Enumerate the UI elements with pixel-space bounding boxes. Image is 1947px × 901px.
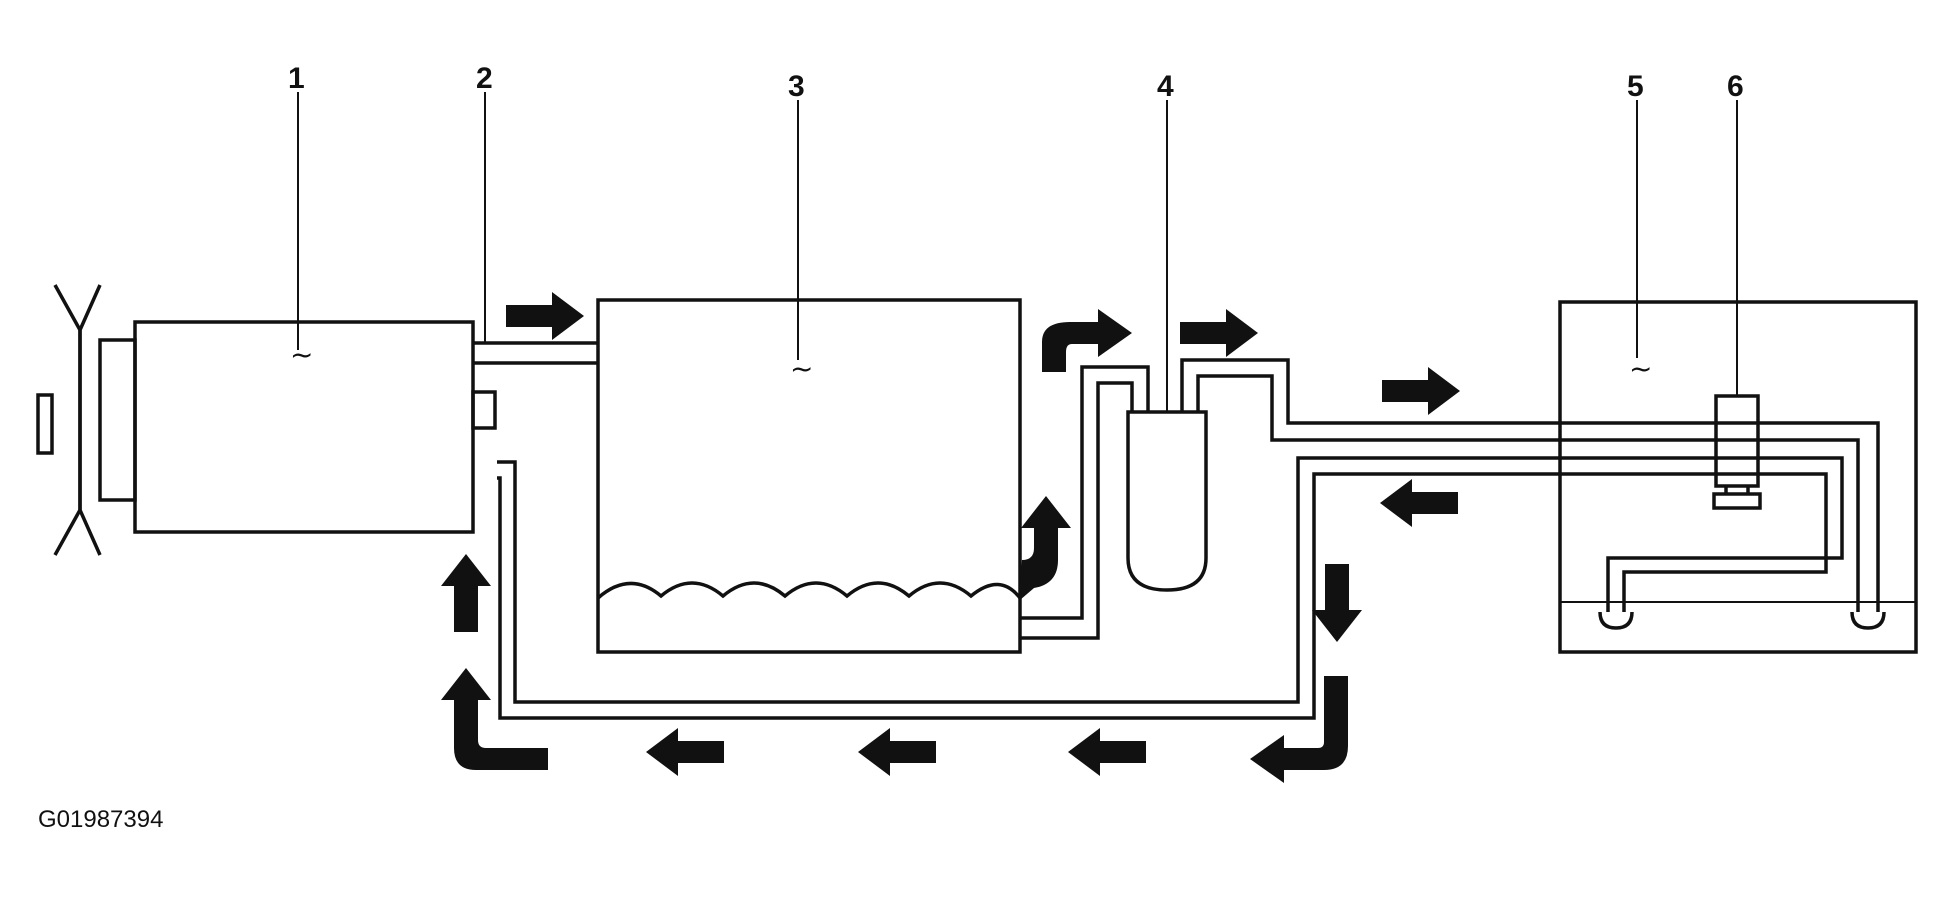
flow-arrows [441,292,1460,783]
flow-arrow-curved-down-left [1250,676,1348,783]
flow-arrow-up [441,554,491,632]
flow-arrow-curved-left-up [441,668,548,770]
flow-arrow-left [858,728,936,776]
flow-arrow-right [1382,367,1460,415]
reservoir-to-filter-line [1020,365,1150,640]
unit-drains [1598,611,1886,630]
flow-arrow-down [1312,564,1362,642]
callout-labels: 1 2 3 4 5 6 [288,62,1744,103]
flow-arrow-right [1180,309,1258,357]
control-valve [1712,100,1762,510]
callout-3: 3 [788,70,805,103]
reservoir-tilde: ~ [790,352,813,385]
flow-arrow-left [1068,728,1146,776]
figure-code: G01987394 [38,806,163,833]
filter-canister [1126,100,1208,592]
pressure-line [473,92,598,365]
callout-6: 6 [1727,70,1744,103]
unit-tilde: ~ [1629,352,1652,385]
flow-arrow-right [506,292,584,340]
callout-5: 5 [1627,70,1644,103]
flow-arrow-curved-right [1042,309,1132,372]
callout-1: 1 [288,62,305,95]
feed-line [1180,358,1880,612]
pump-pulley [36,284,137,556]
flow-arrow-up-curved [1020,496,1071,600]
flow-arrow-left [646,728,724,776]
callout-2: 2 [476,62,493,95]
callout-4: 4 [1157,70,1174,103]
pump-tilde: ~ [290,338,313,371]
pump-body: ~ [133,92,497,534]
return-line [497,456,1844,720]
flow-arrow-left [1380,479,1458,527]
reservoir-tank: ~ [596,100,1022,654]
